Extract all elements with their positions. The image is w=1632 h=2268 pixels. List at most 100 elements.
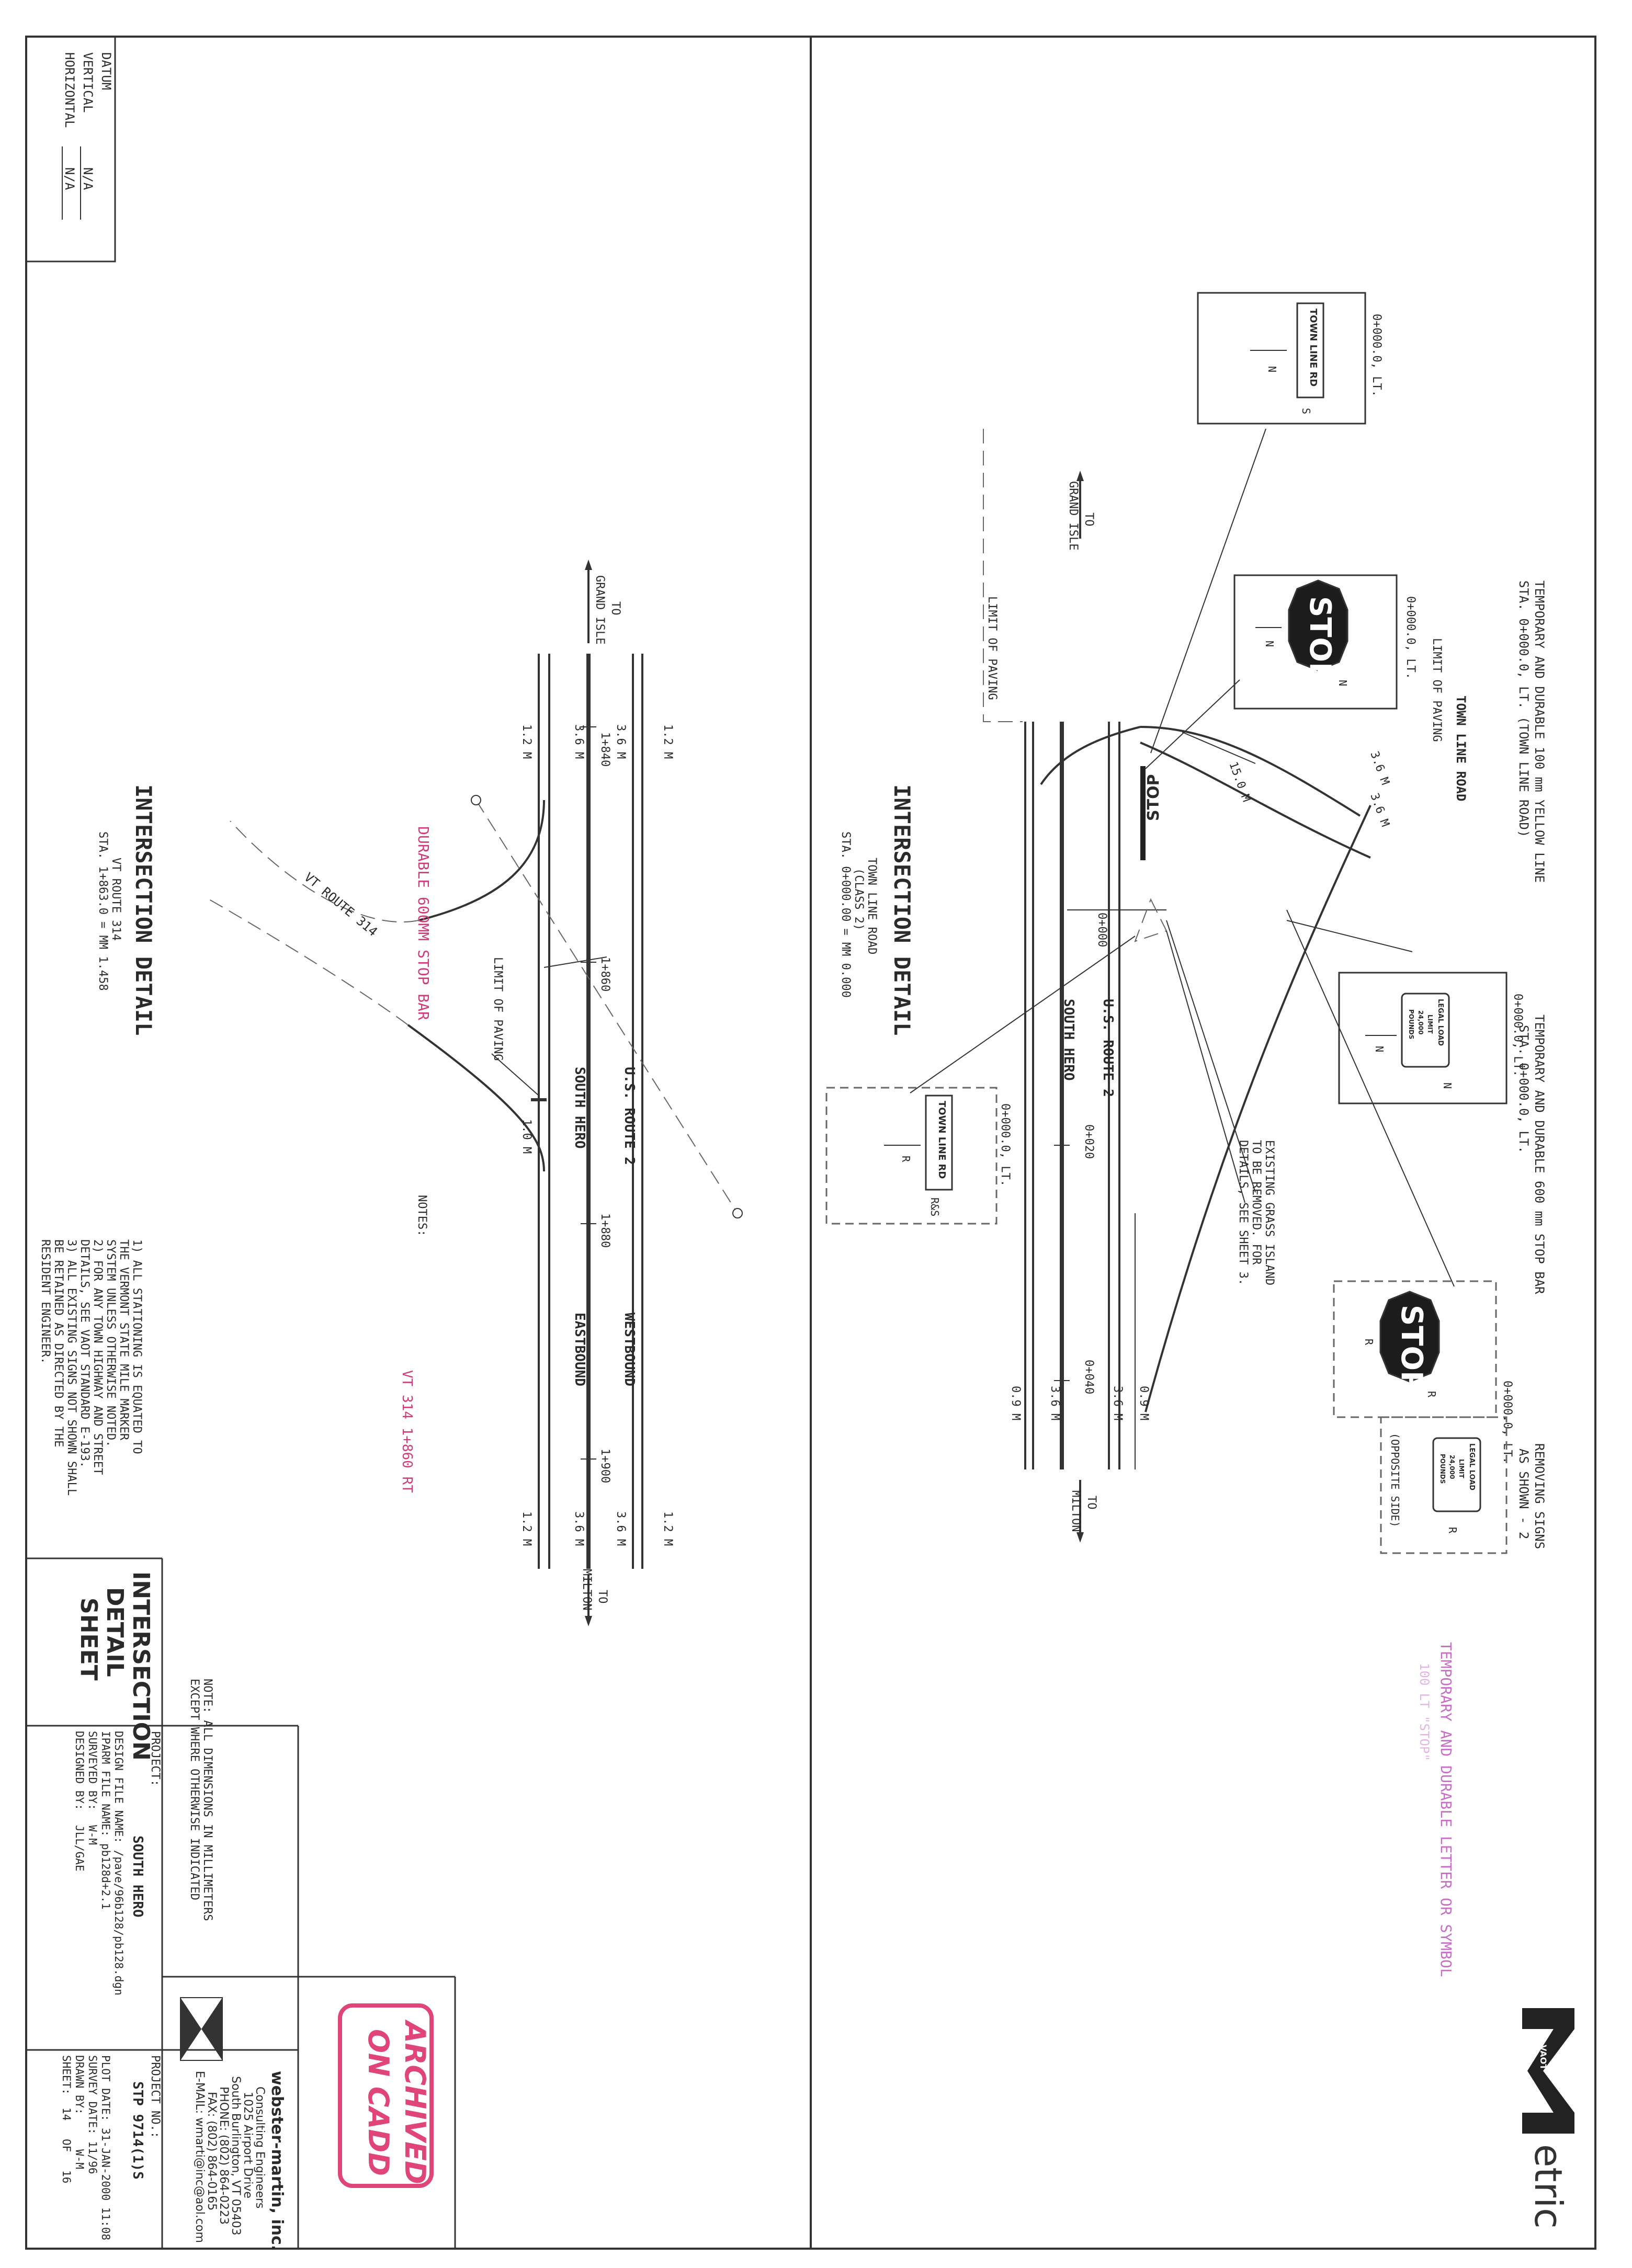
b-skew-line	[475, 800, 738, 1214]
top-sta-0000: 0+000	[1095, 913, 1108, 947]
b-dim-36d: 3.6 M	[572, 1511, 585, 1546]
stop-sign-2-r: R	[1363, 1339, 1375, 1346]
grass-island-outline	[1134, 898, 1168, 942]
top-detail-title: INTERSECTION DETAIL	[889, 784, 915, 1035]
survey-date: SURVEY DATE: 11/96	[86, 2055, 99, 2174]
town-line-road-edge-2	[1140, 742, 1371, 859]
b-stop-bar-note-2: VT 314 1+860 RT	[399, 1370, 415, 1493]
b-sta-860-mark	[543, 956, 607, 968]
top-dim-36d: 3.6 M	[1048, 1386, 1061, 1420]
b-dim-12d: 1.2 M	[520, 1511, 533, 1546]
sign-stop-1: STOP N N 0+000.0, LT.	[1233, 574, 1417, 710]
note-line-5: DETAILS, SEE VAOT STANDARD E-193.	[78, 1239, 91, 1468]
legal-load-1-l3: 24,000	[1417, 1010, 1424, 1034]
b-detail-sub2: STA. 1+863.0 = MM 1.458	[96, 831, 109, 991]
stop-sign-1-n: N	[1263, 641, 1276, 647]
top-dim-36a: 3.6 M	[1367, 750, 1391, 787]
b-dim-36a: 3.6 M	[614, 724, 627, 759]
stop-sign-2-text: STOP	[1395, 1305, 1429, 1392]
top-dim-36b: 3.6 M	[1367, 792, 1391, 829]
grass-island-leader	[1166, 920, 1256, 1193]
logo-small-text: VAOT	[1538, 2045, 1548, 2070]
note-stop-bar-sta: STA. 0+000.0, LT.	[1516, 1025, 1531, 1154]
surveyed-by: SURVEYED BY:	[86, 1731, 99, 1810]
b-to-milton: TO	[596, 1590, 609, 1604]
note-stop-bar: TEMPORARY AND DURABLE 600 mm STOP BAR	[1532, 1015, 1547, 1294]
leader-sign-5	[910, 936, 1136, 1093]
dim-note-2: EXCEPT WHERE OTHERWISE INDICATED	[188, 1679, 201, 1900]
top-route-label: U.S. ROUTE 2	[1100, 999, 1116, 1097]
limit-of-paving-label-a: LIMIT OF PAVING	[1430, 638, 1443, 742]
b-dim-36b: 3.6 M	[572, 724, 585, 759]
b-limit-of-paving: LIMIT OF PAVING	[491, 957, 504, 1061]
top-dim-09a: 0.9 M	[1137, 1386, 1150, 1420]
design-file: DESIGN FILE NAME: /pave/96b128/pb128.dgn	[112, 1731, 125, 1996]
leader-sign-3	[1286, 920, 1413, 952]
b-westbound: WESTBOUND	[621, 1313, 637, 1386]
b-to-grand-isle: TO	[609, 601, 622, 616]
top-detail-sub2: (CLASS 2)	[852, 868, 865, 930]
vt314-edge-1	[418, 800, 545, 921]
b-detail-title: INTERSECTION DETAIL	[131, 784, 156, 1035]
sheet-of: OF	[60, 2139, 73, 2152]
pavement-stop-text: STOP	[1144, 774, 1163, 821]
grass-island-1: EXISTING GRASS ISLAND	[1263, 1140, 1276, 1285]
notes-title: NOTES:	[415, 1195, 428, 1236]
top-to-grand-isle-2: GRAND ISLE	[1067, 481, 1080, 550]
note-yellow-line-sta: STA. 0+000.0, LT. (TOWN LINE ROAD)	[1516, 580, 1531, 837]
sheet-no: 14	[60, 2107, 73, 2121]
datum-title: DATUM	[99, 52, 114, 90]
grass-island-2: TO BE REMOVED. FOR	[1250, 1140, 1263, 1265]
datum-block: DATUM VERTICAL N/A HORIZONTAL N/A	[62, 52, 114, 220]
legal-load-1-l1: LEGAL LOAD	[1436, 999, 1444, 1046]
b-to-milton-2: MILTON	[580, 1569, 593, 1610]
town-line-road-edge-1	[1140, 726, 1361, 817]
project-no: STP 9714(1)S	[130, 2081, 145, 2180]
note-removing-2: AS SHOWN - 2	[1516, 1449, 1531, 1539]
sign-town-line-rd-1: TOWN LINE RD N S 0+000.0, LT.	[1197, 292, 1383, 425]
designed-by: DESIGNED BY:	[73, 1731, 86, 1810]
vt314-edge-2	[407, 1024, 545, 1172]
datum-vertical-value: N/A	[81, 167, 95, 190]
sign-stop-2: STOP R R 0+000.0, LT.	[1333, 1280, 1514, 1464]
logo-word: etric	[1526, 2144, 1570, 2229]
arrow-grand-isle-head	[1076, 471, 1084, 481]
note-letter-2: 100 LT "STOP"	[1417, 1663, 1432, 1761]
b-sta-880: 1+880	[598, 1213, 611, 1248]
grass-island-leader-2	[1166, 930, 1245, 1203]
top-labels: TEMPORARY AND DURABLE 100 mm YELLOW LINE…	[839, 481, 1547, 1977]
legal-load-2-r: R	[1446, 1527, 1459, 1534]
drawn-by: DRAWN BY:	[73, 2055, 86, 2115]
b-dim-36c: 3.6 M	[614, 1511, 627, 1546]
limit-of-paving-dash-left	[983, 429, 1023, 722]
stop-sign-2-r2: R	[1425, 1391, 1438, 1398]
sheet-total: 16	[60, 2170, 73, 2183]
limit-of-paving-label-b: LIMIT OF PAVING	[985, 596, 999, 700]
note-yellow-line: TEMPORARY AND DURABLE 100 mm YELLOW LINE	[1532, 580, 1547, 883]
leader-sign-4	[1286, 909, 1455, 1287]
legal-load-1-l2: LIMIT	[1426, 1015, 1434, 1034]
b-to-grand-isle-2: GRAND ISLE	[593, 575, 606, 644]
grass-island-3: DETAILS, SEE SHEET 3.	[1237, 1140, 1250, 1285]
title-block: INTERSECTION DETAIL SHEET NOTE: ALL DIME…	[26, 1557, 1574, 2251]
legal-load-1-n: N	[1373, 1046, 1386, 1052]
b-sta-860: 1+860	[598, 957, 611, 991]
vt314-dash-1	[230, 820, 419, 923]
b-town-label: SOUTH HERO	[572, 1067, 587, 1149]
legal-load-2-l2: LIMIT	[1458, 1459, 1465, 1479]
top-dim-15: 15.0 M	[1226, 760, 1253, 804]
project-label: PROJECT:	[149, 1731, 162, 1786]
firm-line-5: FAX: (802) 864-0165	[205, 2092, 218, 2210]
b-sta-900: 1+900	[598, 1449, 611, 1483]
firm-line-4: PHONE: (802) 864-0223	[217, 2087, 230, 2225]
leader-sign-1	[1150, 428, 1266, 754]
stop-sign-1-text: STOP	[1303, 596, 1337, 683]
top-sta-0040: 0+040	[1082, 1360, 1095, 1394]
top-dim-36c: 3.6 M	[1111, 1386, 1124, 1420]
project-name: SOUTH HERO	[130, 1836, 145, 1918]
sign-1-sta: 0+000.0, LT.	[1370, 314, 1383, 397]
note-removing: REMOVING SIGNS	[1532, 1443, 1547, 1549]
note-line-1: 1) ALL STATIONING IS EQUATED TO	[130, 1239, 143, 1454]
b-route-label: U.S. ROUTE 2	[621, 1067, 637, 1165]
